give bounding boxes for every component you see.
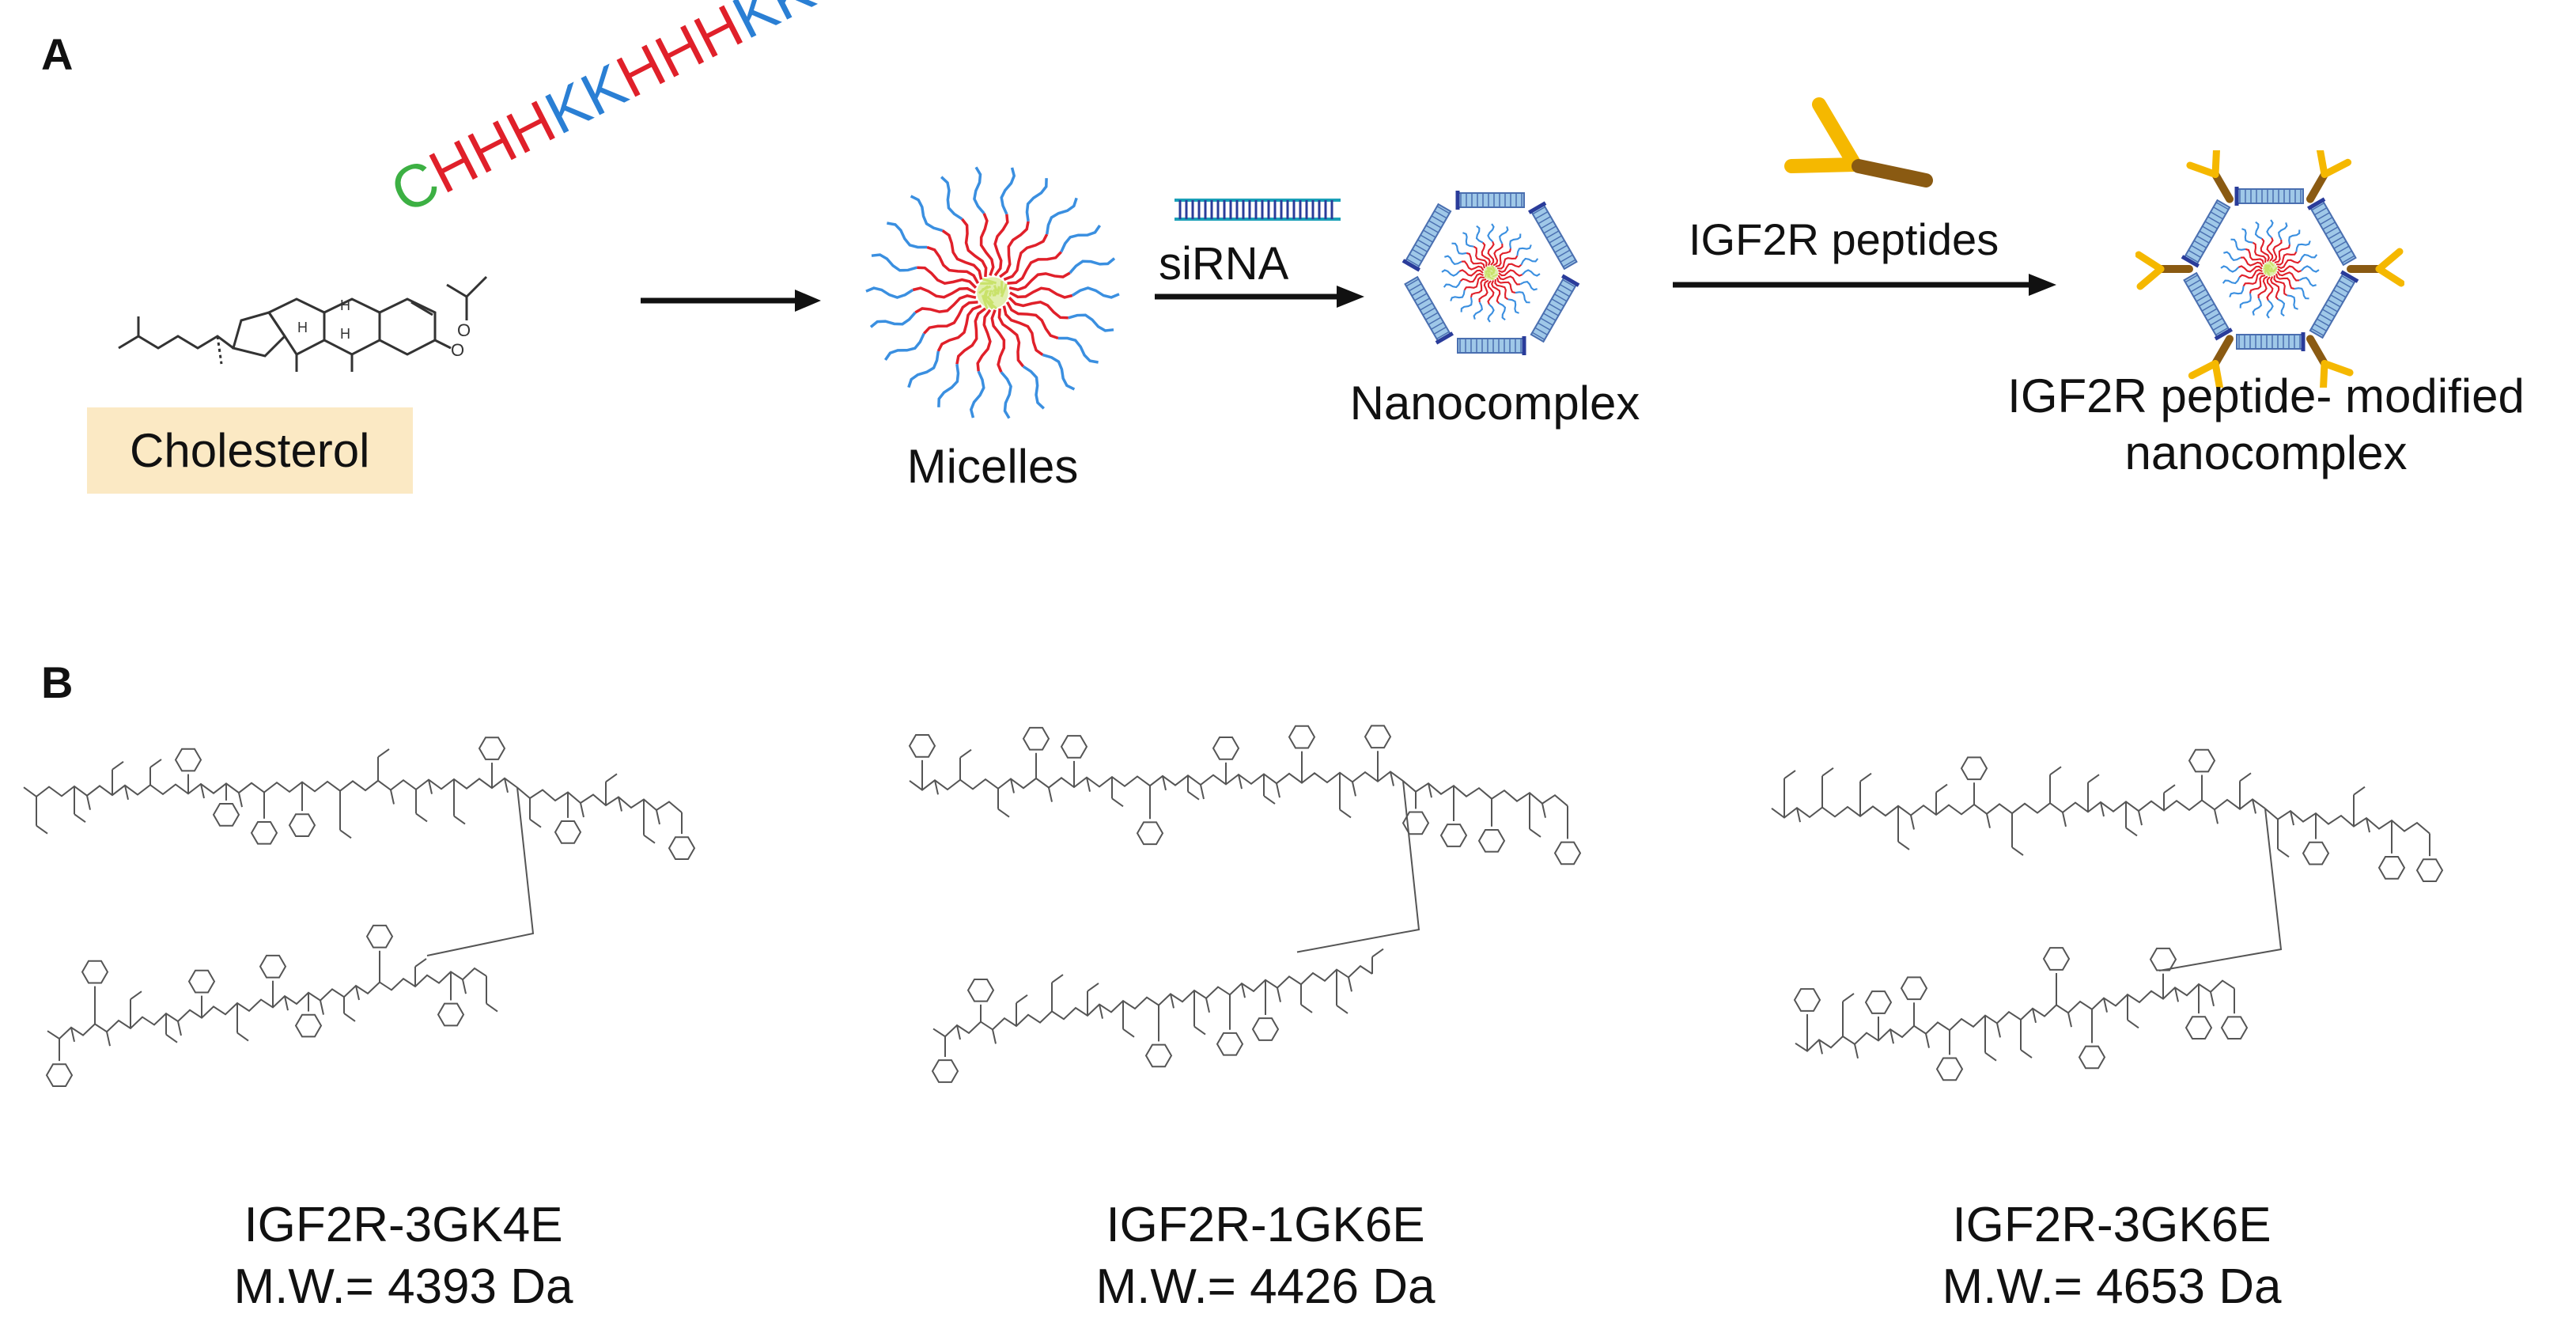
micelles-label: Micelles — [890, 439, 1095, 494]
igf2r-peptides-label: IGF2R peptides — [1689, 214, 1999, 265]
cholesterol-label: Cholesterol — [87, 407, 413, 494]
nanocomplex-graphic — [1388, 170, 1594, 376]
sirna-graphic — [1171, 194, 1345, 225]
seq-hhh-2: HHH — [607, 0, 753, 111]
peptide-structure-1 — [16, 712, 838, 1155]
peptide-structure-3 — [1764, 736, 2555, 1163]
compound-2-name: IGF2R-1GK6E — [1044, 1195, 1487, 1256]
svg-text:H: H — [340, 326, 350, 342]
cholesterol-structure: H H H O — [103, 237, 482, 396]
modified-label-line1: IGF2R peptide- modified — [1954, 368, 2576, 425]
ester-group: O — [443, 253, 490, 340]
compound-2: IGF2R-1GK6E M.W.= 4426 Da — [1044, 1195, 1487, 1317]
panel-b-label: B — [41, 657, 73, 708]
peptide-structure-2 — [902, 704, 1693, 1155]
arrow-to-modified — [1673, 269, 2060, 301]
arrow-to-micelles — [641, 285, 823, 316]
svg-text:O: O — [457, 320, 471, 340]
compound-3-mw: M.W.= 4653 Da — [1890, 1256, 2333, 1318]
igf2r-peptide-icon — [1780, 95, 1938, 198]
compound-3-name: IGF2R-3GK6E — [1890, 1195, 2333, 1256]
modified-nanocomplex-graphic — [2135, 150, 2404, 388]
svg-text:H: H — [297, 320, 308, 335]
arrow-to-nanocomplex — [1155, 281, 1368, 312]
compound-1-name: IGF2R-3GK4E — [182, 1195, 625, 1256]
panel-a-label: A — [41, 28, 73, 80]
compound-2-mw: M.W.= 4426 Da — [1044, 1256, 1487, 1318]
peptide-sequence: CHHHKKHHHKK — [380, 0, 826, 227]
compound-1-mw: M.W.= 4393 Da — [182, 1256, 625, 1318]
nanocomplex-label: Nanocomplex — [1329, 376, 1661, 430]
compound-1: IGF2R-3GK4E M.W.= 4393 Da — [182, 1195, 625, 1317]
svg-text:H: H — [340, 297, 350, 313]
modified-nanocomplex-label: IGF2R peptide- modified nanocomplex — [1954, 368, 2576, 482]
svg-text:O: O — [451, 340, 464, 360]
micelle-graphic — [862, 142, 1123, 443]
modified-label-line2: nanocomplex — [1954, 425, 2576, 482]
compound-3: IGF2R-3GK6E M.W.= 4653 Da — [1890, 1195, 2333, 1317]
